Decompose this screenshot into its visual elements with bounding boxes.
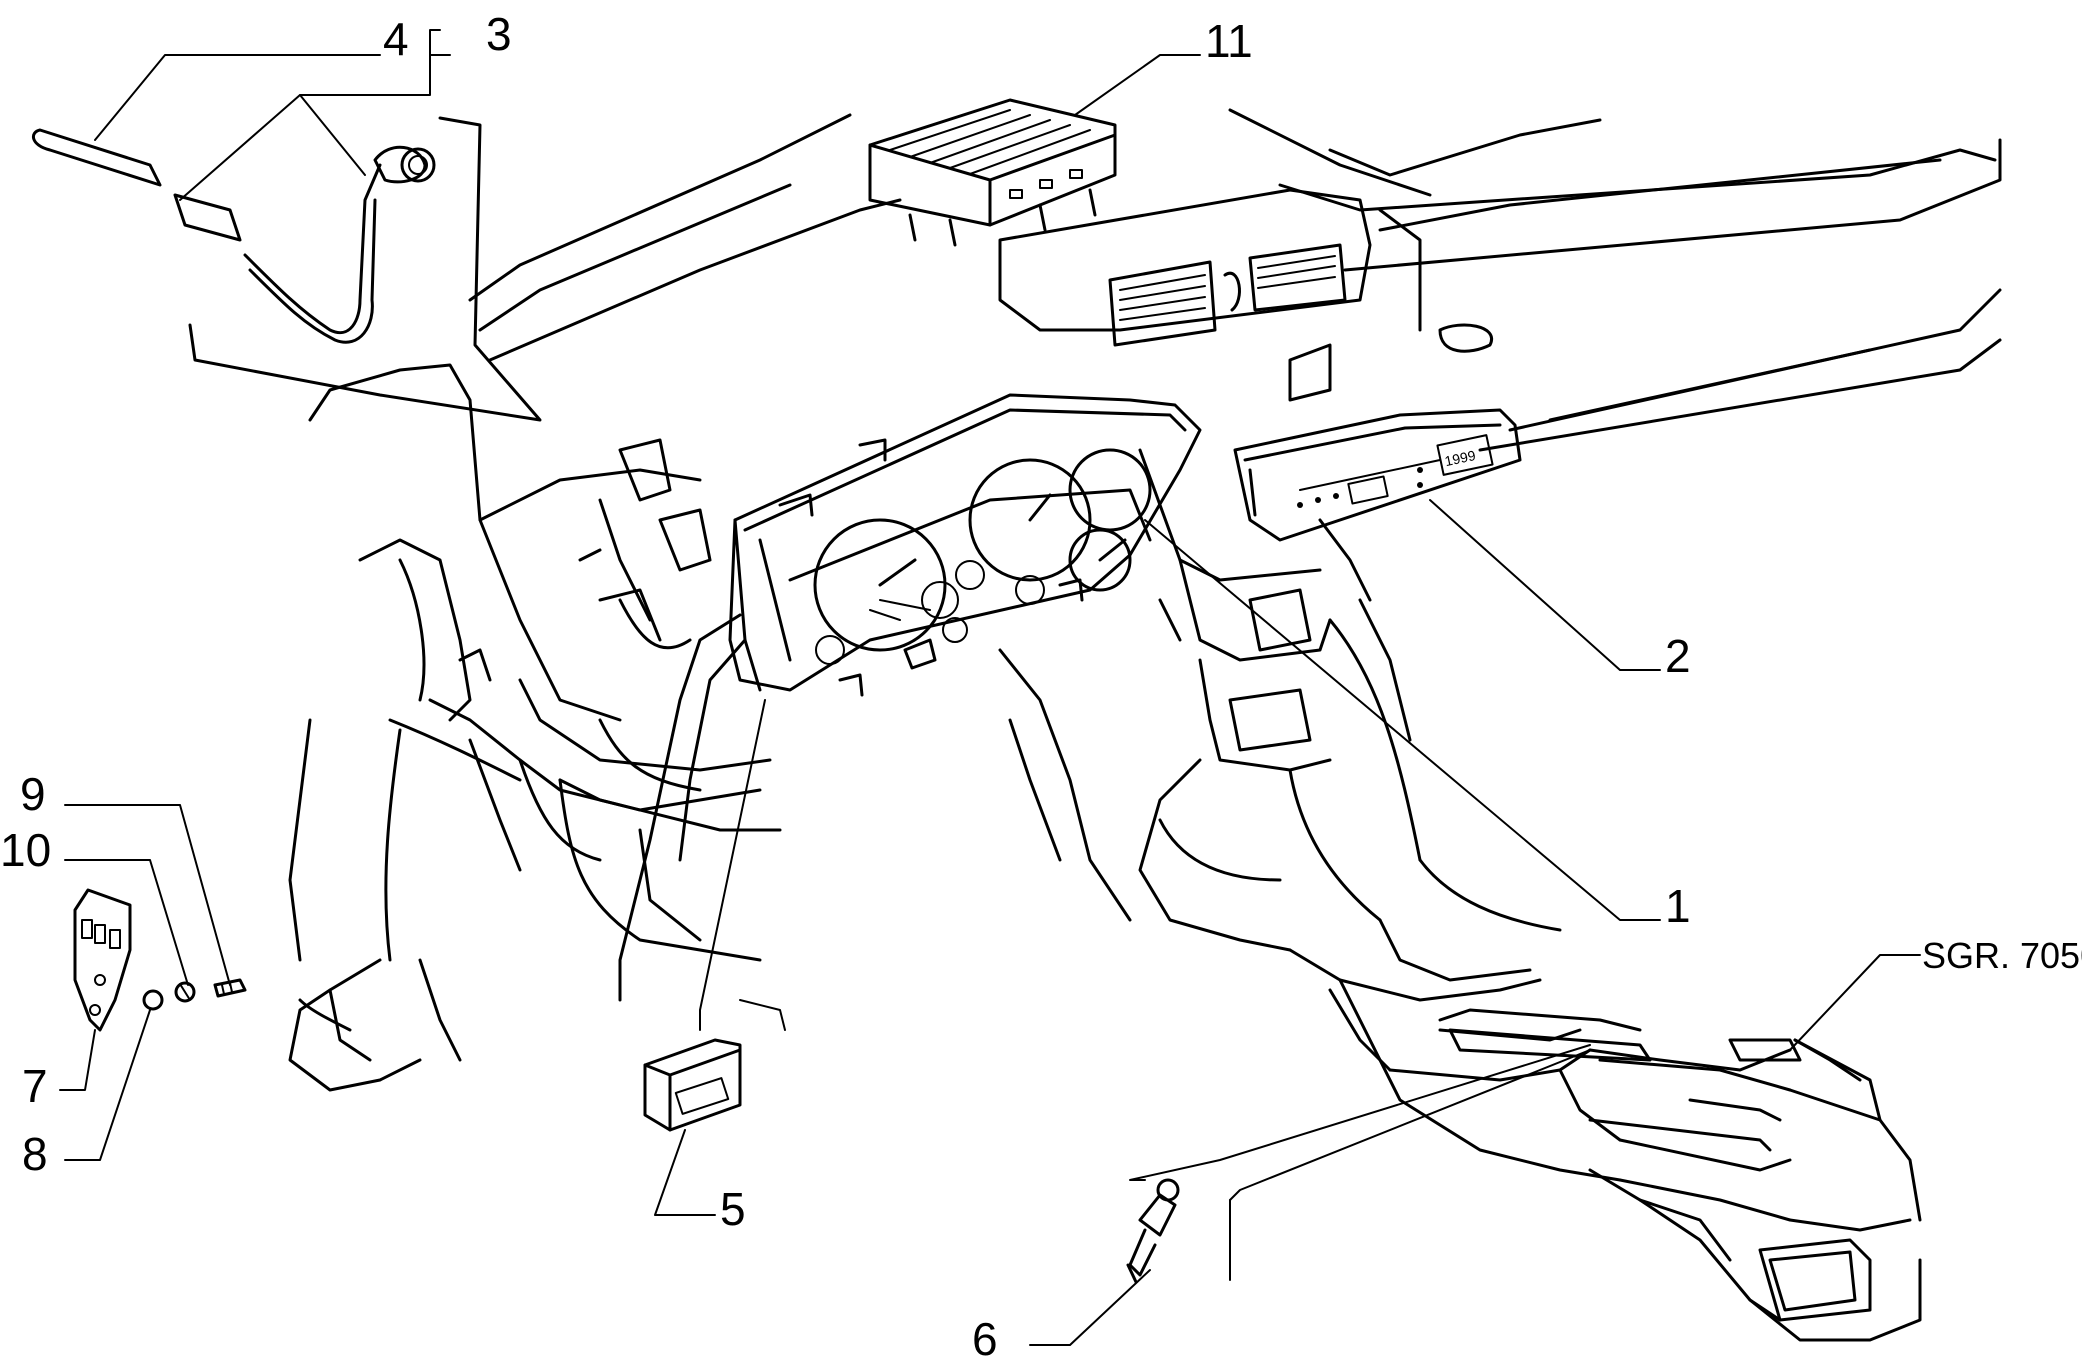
callout-10: 10 [0, 824, 51, 876]
fuse-box [868, 98, 1117, 247]
center-dash-vents [998, 188, 1494, 402]
floor-lines [1328, 598, 1562, 932]
climate-control-panel: 1999 [1233, 408, 1522, 542]
leader-lines [59, 29, 1921, 1346]
left-panel-details [458, 438, 672, 682]
callout-2: 2 [1665, 630, 1691, 682]
center-console-upper [998, 448, 1382, 952]
callout-labels: 4 3 11 2 1 5 6 9 10 7 8 SGR. 70504 [0, 8, 2082, 1365]
callout-1: 1 [1665, 880, 1691, 932]
callout-8: 8 [22, 1128, 48, 1180]
display-readout: 1999 [1443, 447, 1477, 469]
hose-inset [32, 116, 542, 422]
callout-6: 6 [972, 1313, 998, 1365]
callout-11: 11 [1205, 15, 1253, 67]
lower-left-panel [288, 678, 772, 1092]
bulb-socket [1126, 1178, 1180, 1284]
callout-9: 9 [20, 768, 46, 820]
callout-5: 5 [720, 1183, 746, 1235]
callout-7: 7 [22, 1060, 48, 1112]
left-dashboard-body [288, 363, 782, 962]
switch-part [643, 1038, 742, 1132]
callout-4: 4 [383, 13, 409, 65]
callout-3: 3 [486, 8, 512, 60]
dashboard-top-lines [468, 108, 2002, 452]
bracket-and-fasteners [73, 888, 247, 1032]
reference-code: SGR. 70504 [1922, 935, 2082, 976]
center-console-tunnel [1288, 918, 1922, 1342]
instrument-cluster [618, 393, 1202, 1002]
